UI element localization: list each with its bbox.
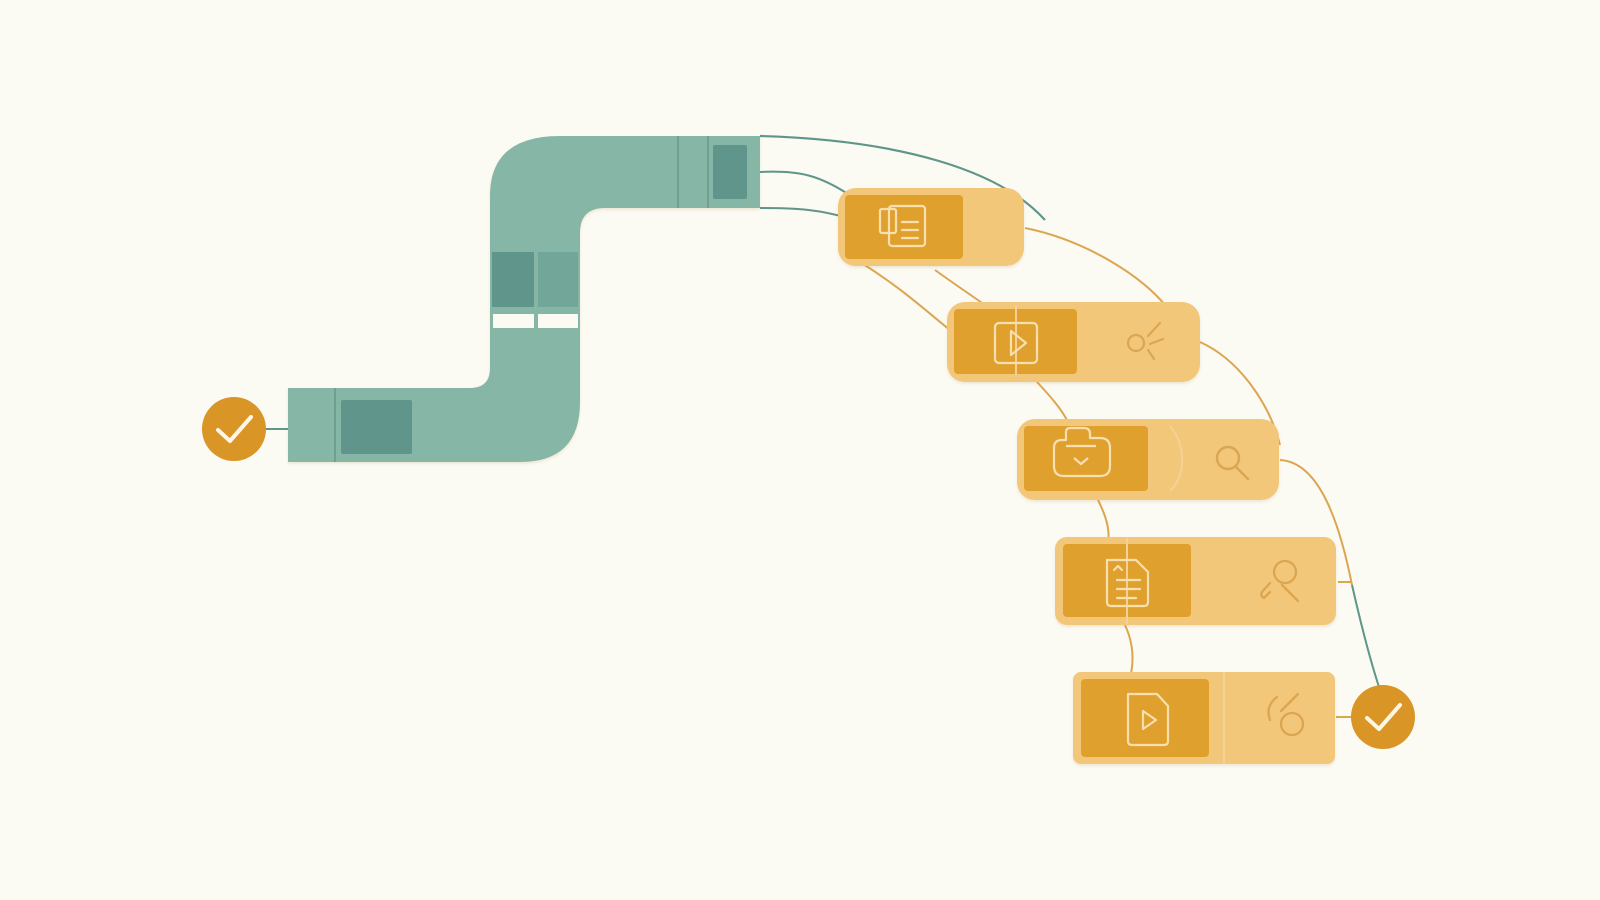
pipe-mid-dark-right bbox=[538, 252, 578, 307]
stage-2-play-icon bbox=[993, 321, 1039, 365]
connector-stage4-to-stage5 bbox=[1124, 624, 1134, 679]
stage-5-node bbox=[1073, 672, 1335, 764]
connector-lines bbox=[266, 134, 1381, 718]
stage-4-pin-search-icon bbox=[1260, 559, 1300, 603]
stage-3-node bbox=[1017, 419, 1279, 500]
stage-3-stack-icon bbox=[1052, 426, 1112, 478]
pipe-mid-light-left bbox=[493, 314, 534, 328]
end-check-circle bbox=[1351, 685, 1415, 749]
start-check-circle bbox=[202, 397, 266, 461]
end-check-icon bbox=[1365, 703, 1402, 731]
stage-2-node bbox=[947, 302, 1200, 382]
teal-pipeline bbox=[288, 136, 760, 462]
connector-main-arc-teal bbox=[759, 134, 1046, 221]
pipe-mid-dark-left bbox=[492, 252, 534, 307]
connector-stage1-bottom bbox=[759, 207, 849, 219]
stage-1-primary-panel bbox=[845, 195, 963, 259]
connector-stage1-to-outer bbox=[1024, 227, 1166, 306]
end-node bbox=[1351, 685, 1415, 749]
connector-to-end-teal bbox=[1351, 584, 1381, 691]
stage-2-spark-icon bbox=[1126, 321, 1165, 361]
start-node bbox=[202, 397, 266, 461]
stage-1-document-icon bbox=[878, 204, 927, 248]
stage-4-document-icon bbox=[1105, 558, 1150, 608]
connector-stage2-to-stage3 bbox=[1036, 381, 1069, 423]
pipe-left-dark-block bbox=[341, 400, 412, 454]
stage-4-node bbox=[1055, 537, 1336, 625]
stage-5-primary-panel bbox=[1081, 679, 1209, 757]
stage-5-link-icon bbox=[1267, 692, 1305, 737]
start-check-icon bbox=[216, 415, 253, 443]
pipe-mid-light-right bbox=[538, 314, 578, 328]
pipe-top-dark-block bbox=[713, 145, 747, 199]
connector-stage1-top bbox=[759, 170, 849, 195]
stage-3-panel-divider bbox=[1169, 425, 1184, 492]
pipe-bottom-segment bbox=[288, 325, 580, 462]
stage-3-search-icon bbox=[1215, 445, 1250, 481]
connector-stage3-to-outer bbox=[1279, 459, 1353, 586]
stage-5-video-file-icon bbox=[1126, 692, 1170, 747]
stage-1-node bbox=[838, 188, 1024, 266]
